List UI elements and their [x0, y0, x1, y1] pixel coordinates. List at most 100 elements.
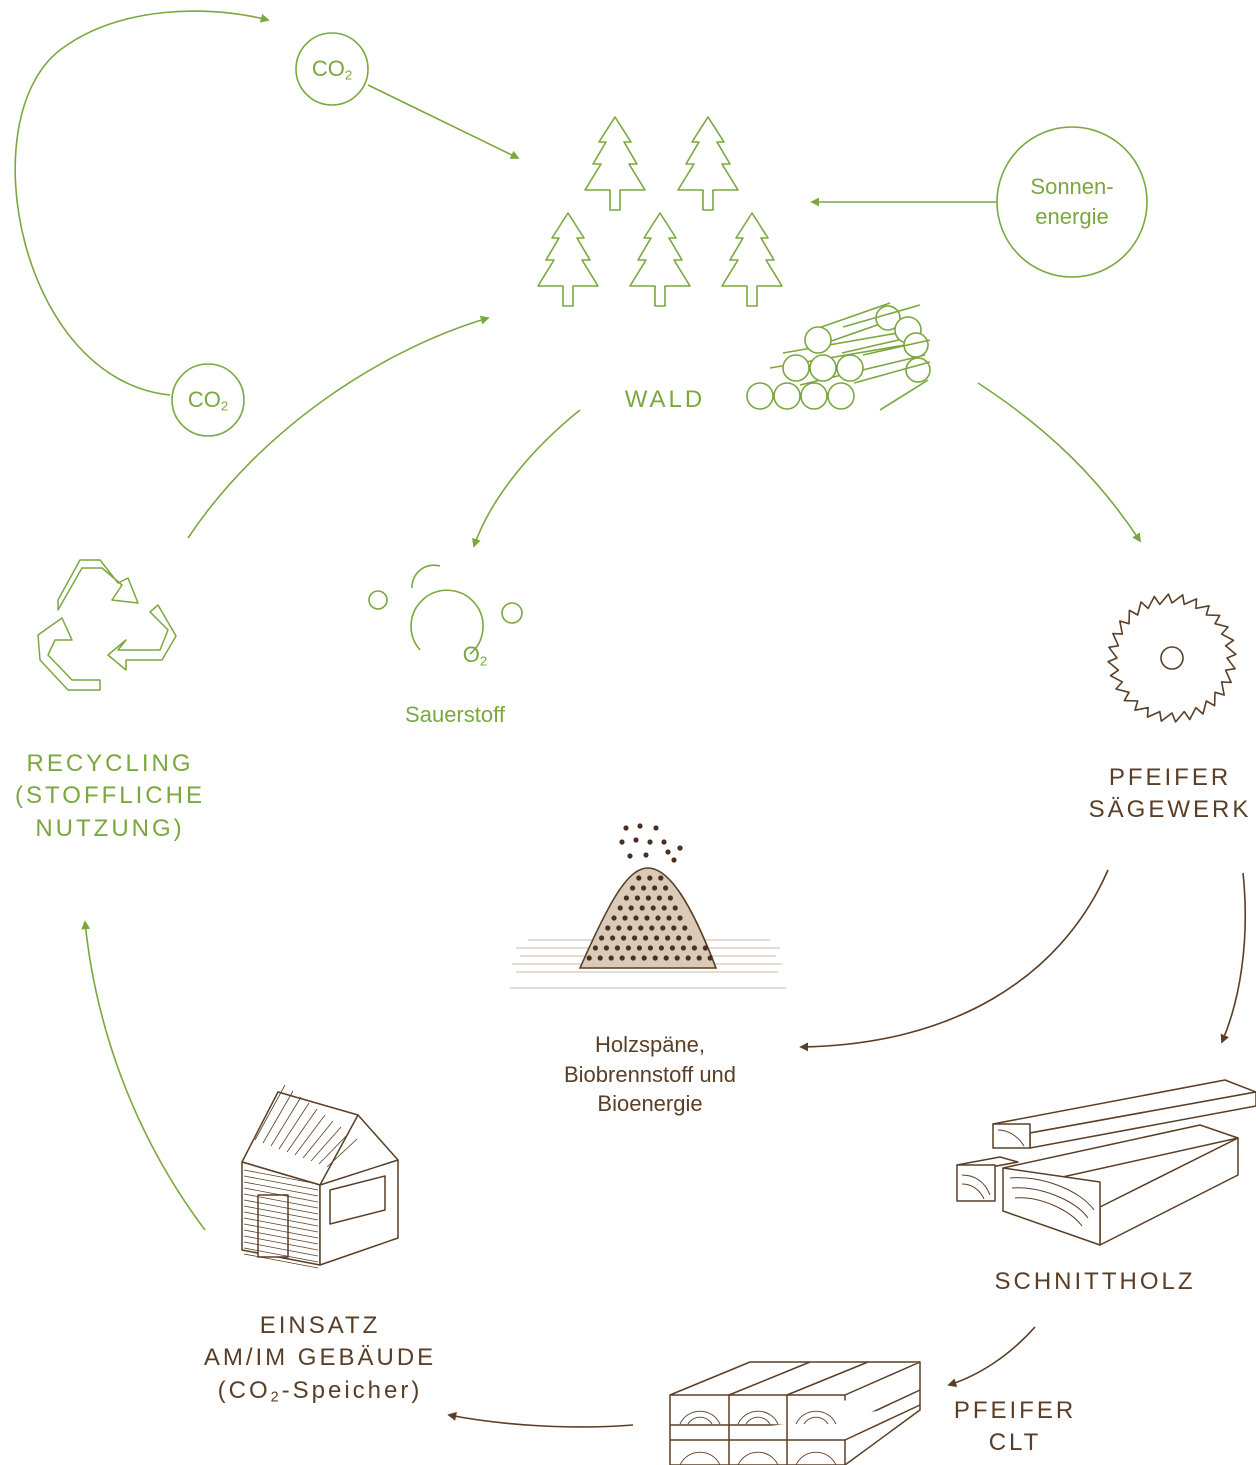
chip-dot [632, 935, 638, 941]
chip-dot [586, 955, 592, 961]
recycling-icon [37, 559, 177, 691]
chip-dot [649, 925, 655, 931]
sawmill-to-chips-arrow [799, 869, 1109, 1052]
chip-dot [641, 955, 647, 961]
recycling-to-forest-arrow [187, 315, 490, 539]
chip-dot [619, 955, 625, 961]
chip-dot [669, 945, 676, 951]
chip-dot [643, 852, 649, 858]
chip-dot [661, 905, 667, 911]
chip-dot [658, 875, 664, 881]
sawmill-label: PFEIFER SÄGEWERK [1088, 764, 1252, 824]
tree-icon [584, 116, 646, 211]
chip-dot [647, 839, 653, 845]
co2-circle-top [295, 32, 369, 106]
chip-dot [652, 955, 658, 961]
chip-dot [655, 915, 661, 921]
saw-blade-icon [1107, 593, 1237, 723]
chip-dot [633, 915, 639, 921]
timber-to-clt-arrow [947, 1326, 1036, 1388]
chip-dot [671, 857, 677, 863]
chip-dot [638, 925, 644, 931]
chip-dot [599, 935, 605, 941]
forest-label: WALD [624, 386, 706, 413]
sun-circle-icon [996, 126, 1148, 278]
chip-dot [685, 955, 691, 961]
chip-dot [641, 885, 647, 891]
chip-dot [677, 915, 683, 921]
tree-icon [537, 212, 599, 307]
chip-dot [687, 935, 693, 941]
co2-label-left: CO2 [187, 387, 229, 414]
chip-dot [603, 945, 610, 951]
sun-energy-label: Sonnen- energie [1030, 174, 1114, 229]
chip-dot [682, 925, 688, 931]
chip-dot [611, 915, 617, 921]
chip-dot [696, 955, 702, 961]
chip-dot [691, 945, 698, 951]
clt-to-building-arrow [447, 1411, 634, 1428]
clt-label: PFEIFER CLT [953, 1397, 1077, 1457]
building-to-recycling-arrow [81, 920, 206, 1231]
chip-dot [627, 925, 633, 931]
chip-dot [622, 915, 628, 921]
house-icon [241, 1084, 399, 1269]
chip-dot [665, 849, 671, 855]
chip-dot [625, 945, 632, 951]
oxygen-formula: O2 [462, 642, 488, 669]
tree-icon [629, 212, 691, 307]
chip-dot [671, 925, 677, 931]
forest-icon [537, 116, 783, 307]
chip-dot [630, 885, 636, 891]
chip-dot [667, 895, 674, 901]
chip-dot [639, 905, 645, 911]
oxygen-label: Sauerstoff [405, 702, 505, 727]
chip-dot [672, 905, 678, 911]
chip-dot [665, 935, 671, 941]
wood-chips-label: Holzspäne, Biobrennstoff und Bioenergie [563, 1032, 737, 1117]
co2-to-forest-arrow [367, 84, 520, 159]
chip-dot [627, 853, 633, 859]
chip-dot [652, 885, 658, 891]
chip-dot [647, 945, 654, 951]
chip-dot [660, 925, 666, 931]
chip-dot [636, 945, 643, 951]
chip-dot [680, 945, 687, 951]
chip-dot [614, 945, 621, 951]
chip-dot [643, 935, 649, 941]
chip-dot [707, 955, 713, 961]
chip-dot [636, 875, 642, 881]
chip-dot [677, 845, 683, 851]
chip-dot [637, 823, 643, 829]
forest-to-oxygen-arrow [472, 409, 581, 548]
chip-dot [623, 825, 629, 831]
forest-to-sawmill-arrow [977, 382, 1141, 543]
chip-dot [619, 839, 625, 845]
building-use-label: EINSATZ AM/IM GEBÄUDE (CO2-Speicher) [203, 1312, 437, 1406]
chip-dot [650, 905, 656, 911]
chip-dot [597, 955, 603, 961]
log-pile-icon [746, 302, 931, 411]
chip-dot [633, 837, 639, 843]
tree-icon [677, 116, 739, 211]
chip-dot [653, 825, 659, 831]
chip-dot [592, 945, 599, 951]
chip-dot [608, 955, 614, 961]
chip-dot [630, 955, 636, 961]
tree-icon [721, 212, 783, 307]
chip-dot [644, 915, 650, 921]
co2-circle-left [171, 363, 245, 437]
chip-dot [634, 895, 641, 901]
chip-dot [623, 895, 630, 901]
co2-label-top: CO2 [311, 56, 353, 83]
chip-dot [628, 905, 634, 911]
recycling-label: RECYCLING (STOFFLICHE NUTZUNG) [15, 750, 205, 842]
chip-dot [647, 875, 653, 881]
chip-dot [661, 839, 667, 845]
oxygen-bubbles-icon [368, 564, 523, 655]
chip-dot [645, 895, 652, 901]
clt-panel-icon [669, 1361, 921, 1465]
wood-chip-pile-icon [510, 823, 786, 989]
chip-dot [674, 955, 680, 961]
